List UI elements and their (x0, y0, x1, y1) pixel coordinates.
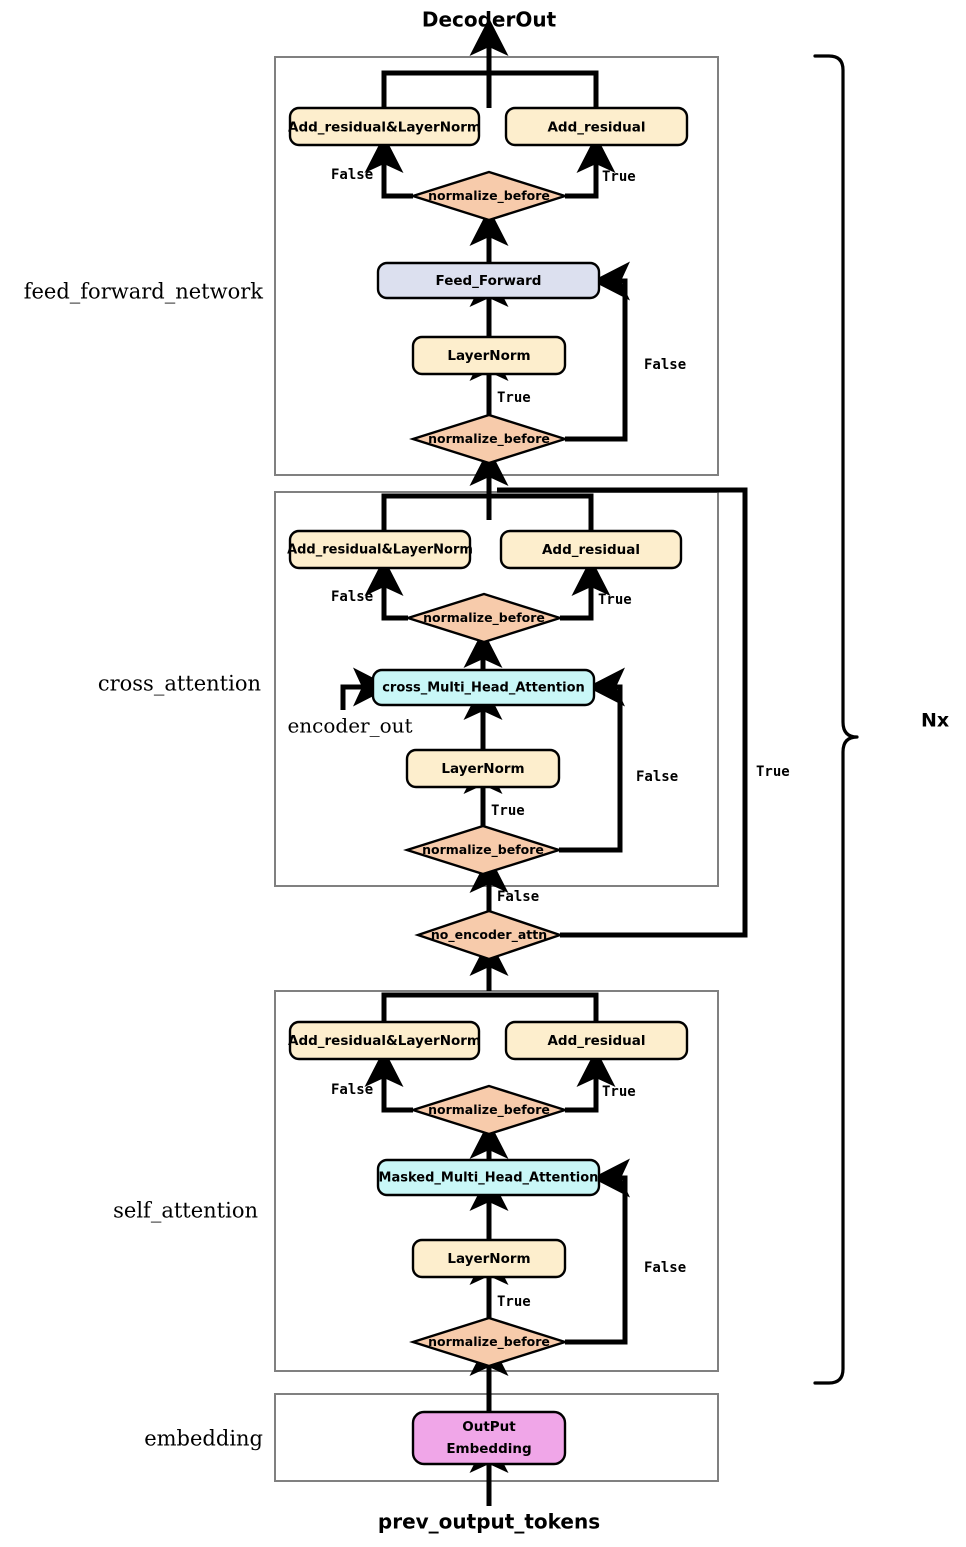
node-ffn-normalize-before-bottom[interactable]: normalize_before (409, 413, 569, 465)
node-label: normalize_before (428, 188, 550, 204)
label-decoder-out: DecoderOut (422, 8, 557, 32)
edge-label-true: True (602, 1084, 636, 1100)
node-label: normalize_before (428, 431, 550, 447)
node-label: normalize_before (422, 842, 544, 858)
node-output-embedding[interactable]: OutPut Embedding (411, 1410, 567, 1466)
node-sa-normalize-before-top[interactable]: normalize_before (409, 1084, 569, 1136)
edge-label-false: False (331, 589, 373, 605)
edge-label-false: False (636, 769, 678, 785)
edge-sa-nbbot-false (565, 1158, 630, 1345)
edge-label-false: False (331, 1082, 373, 1098)
node-label-line2: Embedding (446, 1441, 531, 1457)
node-label: cross_Multi_Head_Attention (382, 681, 585, 696)
node-sa-add-residual-layernorm[interactable]: Add_residual&LayerNorm (288, 1020, 481, 1061)
node-label: Add_residual (547, 1033, 645, 1049)
node-label: Add_residual&LayerNorm (288, 1033, 481, 1049)
node-label: Add_residual&LayerNorm (288, 120, 481, 136)
edge-label-true: True (602, 169, 636, 185)
edge-label-true: True (598, 592, 632, 608)
section-label-embedding: embedding (144, 1427, 263, 1451)
node-ffn-add-residual[interactable]: Add_residual (504, 106, 689, 147)
node-label: Feed_Forward (436, 273, 542, 289)
node-label: LayerNorm (447, 348, 530, 364)
node-label: Add_residual (547, 120, 645, 136)
node-cross-multi-head-attention[interactable]: cross_Multi_Head_Attention (371, 668, 596, 707)
node-sa-layernorm[interactable]: LayerNorm (411, 1238, 567, 1279)
node-label: no_encoder_attn (431, 927, 547, 943)
label-nx: Nx (921, 710, 949, 732)
edge-label-false: False (644, 1260, 686, 1276)
node-ca-layernorm[interactable]: LayerNorm (405, 748, 561, 789)
node-sa-normalize-before-bottom[interactable]: normalize_before (409, 1316, 569, 1368)
edge-ffn-nbtop-false (364, 134, 413, 199)
node-ca-add-residual[interactable]: Add_residual (499, 529, 683, 570)
node-ca-normalize-before-bottom[interactable]: normalize_before (403, 824, 563, 876)
nx-bracket (813, 54, 859, 1385)
node-label: normalize_before (428, 1102, 550, 1118)
section-label-cross-attention: cross_attention (98, 672, 261, 696)
node-sa-add-residual[interactable]: Add_residual (504, 1020, 689, 1061)
node-label: normalize_before (423, 610, 545, 626)
edge-encoderout-to-ca-attn (340, 667, 392, 710)
edge-noencattn-true-bypass (497, 487, 748, 938)
edge-label-false: False (497, 889, 539, 905)
node-label: LayerNorm (447, 1251, 530, 1267)
section-label-feed-forward-network: feed_forward_network (24, 280, 264, 304)
edge-label-false: False (644, 357, 686, 373)
node-label: Masked_Multi_Head_Attention (379, 1171, 599, 1186)
node-label: Add_residual&LayerNorm (287, 543, 473, 558)
edge-ca-nbbot-false (559, 667, 625, 853)
edge-label-true: True (497, 1294, 531, 1310)
edge-label-false: False (331, 167, 373, 183)
node-label: Add_residual (542, 542, 640, 558)
edge-label-true: True (756, 764, 790, 780)
node-ca-add-residual-layernorm[interactable]: Add_residual&LayerNorm (287, 529, 473, 570)
edge-sa-nbtop-false (364, 1048, 413, 1113)
section-label-self-attention: self_attention (113, 1199, 258, 1223)
edge-label-true: True (497, 390, 531, 406)
node-feed-forward[interactable]: Feed_Forward (376, 261, 601, 300)
node-ffn-layernorm[interactable]: LayerNorm (411, 335, 567, 376)
edge-ca-nbtop-true (560, 557, 611, 621)
edge-sa-nbtop-true (565, 1048, 616, 1113)
edge-ca-nbtop-false (364, 557, 408, 621)
edge-label-true: True (491, 803, 525, 819)
label-prev-output-tokens: prev_output_tokens (378, 1510, 600, 1534)
edge-ffn-nbbot-false (565, 261, 630, 442)
container-embedding (274, 1393, 719, 1482)
edge-ffn-nbtop-true (565, 134, 616, 199)
node-no-encoder-attn[interactable]: no_encoder_attn (414, 909, 564, 961)
node-masked-multi-head-attention[interactable]: Masked_Multi_Head_Attention (376, 1158, 601, 1197)
node-ffn-normalize-before-top[interactable]: normalize_before (409, 170, 569, 222)
label-encoder-out: encoder_out (287, 714, 412, 738)
node-label: normalize_before (428, 1334, 550, 1350)
node-ca-normalize-before-top[interactable]: normalize_before (404, 592, 564, 644)
node-label-line1: OutPut (462, 1419, 516, 1435)
node-label: LayerNorm (441, 761, 524, 777)
node-ffn-add-residual-layernorm[interactable]: Add_residual&LayerNorm (288, 106, 481, 147)
